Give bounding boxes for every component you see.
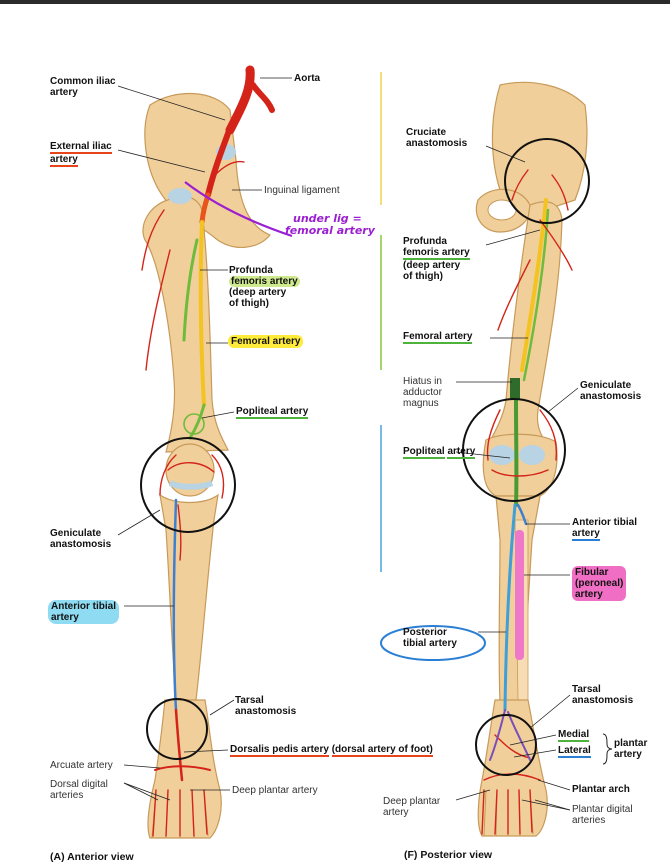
label-dorsal-digital: Dorsal digital arteries	[50, 779, 108, 801]
handwritten-arrow	[184, 181, 293, 238]
anterior-knee-cartilage	[168, 480, 214, 490]
label-plantar-digital: Plantar digital arteries	[572, 804, 633, 826]
label-cruciate: Cruciate anastomosis	[406, 127, 468, 149]
anterior-tibial-vessel-a	[172, 498, 178, 712]
anterior-tibial-vessel-p	[516, 503, 528, 526]
label-popliteal-anterior: Popliteal artery	[236, 406, 309, 419]
caption-anterior: (A) Anterior view	[50, 851, 134, 863]
cruciate-ring	[504, 138, 590, 224]
posterior-condyle-right	[519, 445, 545, 465]
label-inguinal-ligament: Inguinal ligament	[264, 185, 340, 196]
label-arcuate: Arcuate artery	[50, 760, 113, 771]
anterior-ligament-left	[168, 188, 192, 204]
femoral-vessel-anterior	[198, 220, 206, 407]
posterior-femur	[487, 201, 563, 446]
profunda-vessel-posterior	[522, 208, 550, 382]
profunda-vessel-anterior	[182, 238, 199, 342]
label-anterior-tibial-p: Anterior tibial artery	[572, 517, 638, 541]
top-bar	[0, 0, 670, 4]
posterior-hip-bone	[491, 81, 588, 212]
label-profunda-anterior: Profunda femoris artery (deep artery of …	[229, 265, 300, 309]
label-lateral: Lateral	[558, 745, 591, 758]
caption-posterior: (F) Posterior view	[404, 849, 493, 861]
label-tarsal-anterior: Tarsal anastomosis	[235, 695, 297, 717]
posterior-tibial-vessel	[503, 503, 517, 712]
common-iliac-vessel	[205, 125, 233, 198]
label-deep-plantar-posterior: Deep plantar artery	[383, 796, 441, 818]
hiatus-block	[510, 378, 520, 400]
posterior-tibial-circle-annotation	[380, 625, 486, 661]
label-geniculate-anterior: Geniculate anastomosis	[50, 528, 112, 550]
label-posterior-tibial: Posterior tibial artery	[403, 627, 457, 649]
fibular-vessel	[515, 530, 524, 660]
anterior-collaterals	[141, 160, 245, 837]
popliteal-ring-annotation	[183, 413, 205, 435]
posterior-condyle-left	[489, 445, 515, 465]
label-common-iliac: Common iliac artery	[50, 76, 116, 98]
label-external-iliac: External iliac artery	[50, 141, 112, 167]
geniculate-ring-posterior	[462, 398, 566, 502]
label-tarsal-posterior: Tarsal anastomosis	[572, 684, 634, 706]
label-anterior-tibial-a: Anterior tibial artery	[48, 600, 120, 624]
aorta-vessel	[225, 65, 255, 135]
arcuate-vessel	[154, 765, 211, 771]
handwritten-note: under lig = femoral artery	[285, 212, 375, 237]
label-aorta: Aorta	[294, 73, 321, 84]
label-hiatus: Hiatus in adductor magnus	[403, 376, 442, 409]
label-fibular: Fibular (peroneal) artery	[572, 566, 627, 601]
label-dorsalis-pedis: Dorsalis pedis artery (dorsal artery of …	[230, 744, 433, 757]
label-femoral-anterior: Femoral artery	[228, 335, 304, 348]
label-medial: Medial	[558, 729, 590, 742]
tarsal-ring-posterior	[475, 714, 537, 776]
label-deep-plantar-anterior: Deep plantar artery	[232, 785, 318, 796]
posterior-arteries	[380, 138, 590, 835]
aorta-branch	[250, 82, 275, 113]
geniculate-ring-anterior	[140, 437, 236, 533]
anterior-foot	[147, 699, 222, 839]
popliteal-vessel-anterior	[188, 403, 206, 440]
label-femoral-posterior: Femoral artery	[403, 331, 473, 344]
anterior-arteries	[140, 65, 275, 837]
label-plantar-arch: Plantar arch	[572, 784, 630, 795]
label-popliteal-posterior: Popliteal artery	[403, 446, 476, 459]
leader-lines	[117, 77, 579, 811]
posterior-leg-bones	[475, 81, 588, 837]
label-geniculate-posterior: Geniculate anastomosis	[580, 380, 642, 402]
dorsalis-pedis-vessel	[174, 708, 184, 782]
label-profunda-posterior: Profunda femoris artery (deep artery of …	[403, 236, 470, 282]
plantar-brace	[602, 733, 613, 765]
plantar-lateral-vessel	[507, 711, 531, 761]
tarsal-ring-anterior	[146, 698, 208, 760]
label-plantar-artery: plantar artery	[614, 738, 648, 760]
femoral-vessel-posterior	[520, 198, 548, 372]
posterior-knee	[482, 433, 558, 497]
